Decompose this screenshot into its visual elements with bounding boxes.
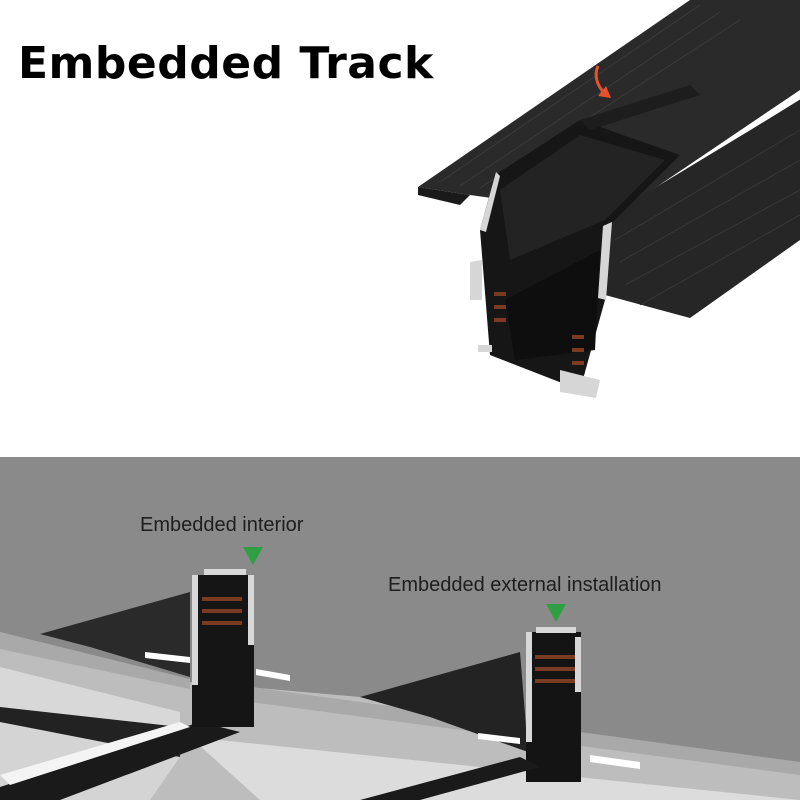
down-triangle-icon <box>546 604 566 622</box>
embedded-interior-label: Embedded interior <box>140 514 304 536</box>
installation-scene-image <box>0 457 800 800</box>
page-title: Embedded Track <box>18 38 434 89</box>
down-triangle-icon <box>243 547 263 565</box>
track-product-image <box>418 0 800 398</box>
embedded-external-installation-label: Embedded external installation <box>388 574 662 596</box>
